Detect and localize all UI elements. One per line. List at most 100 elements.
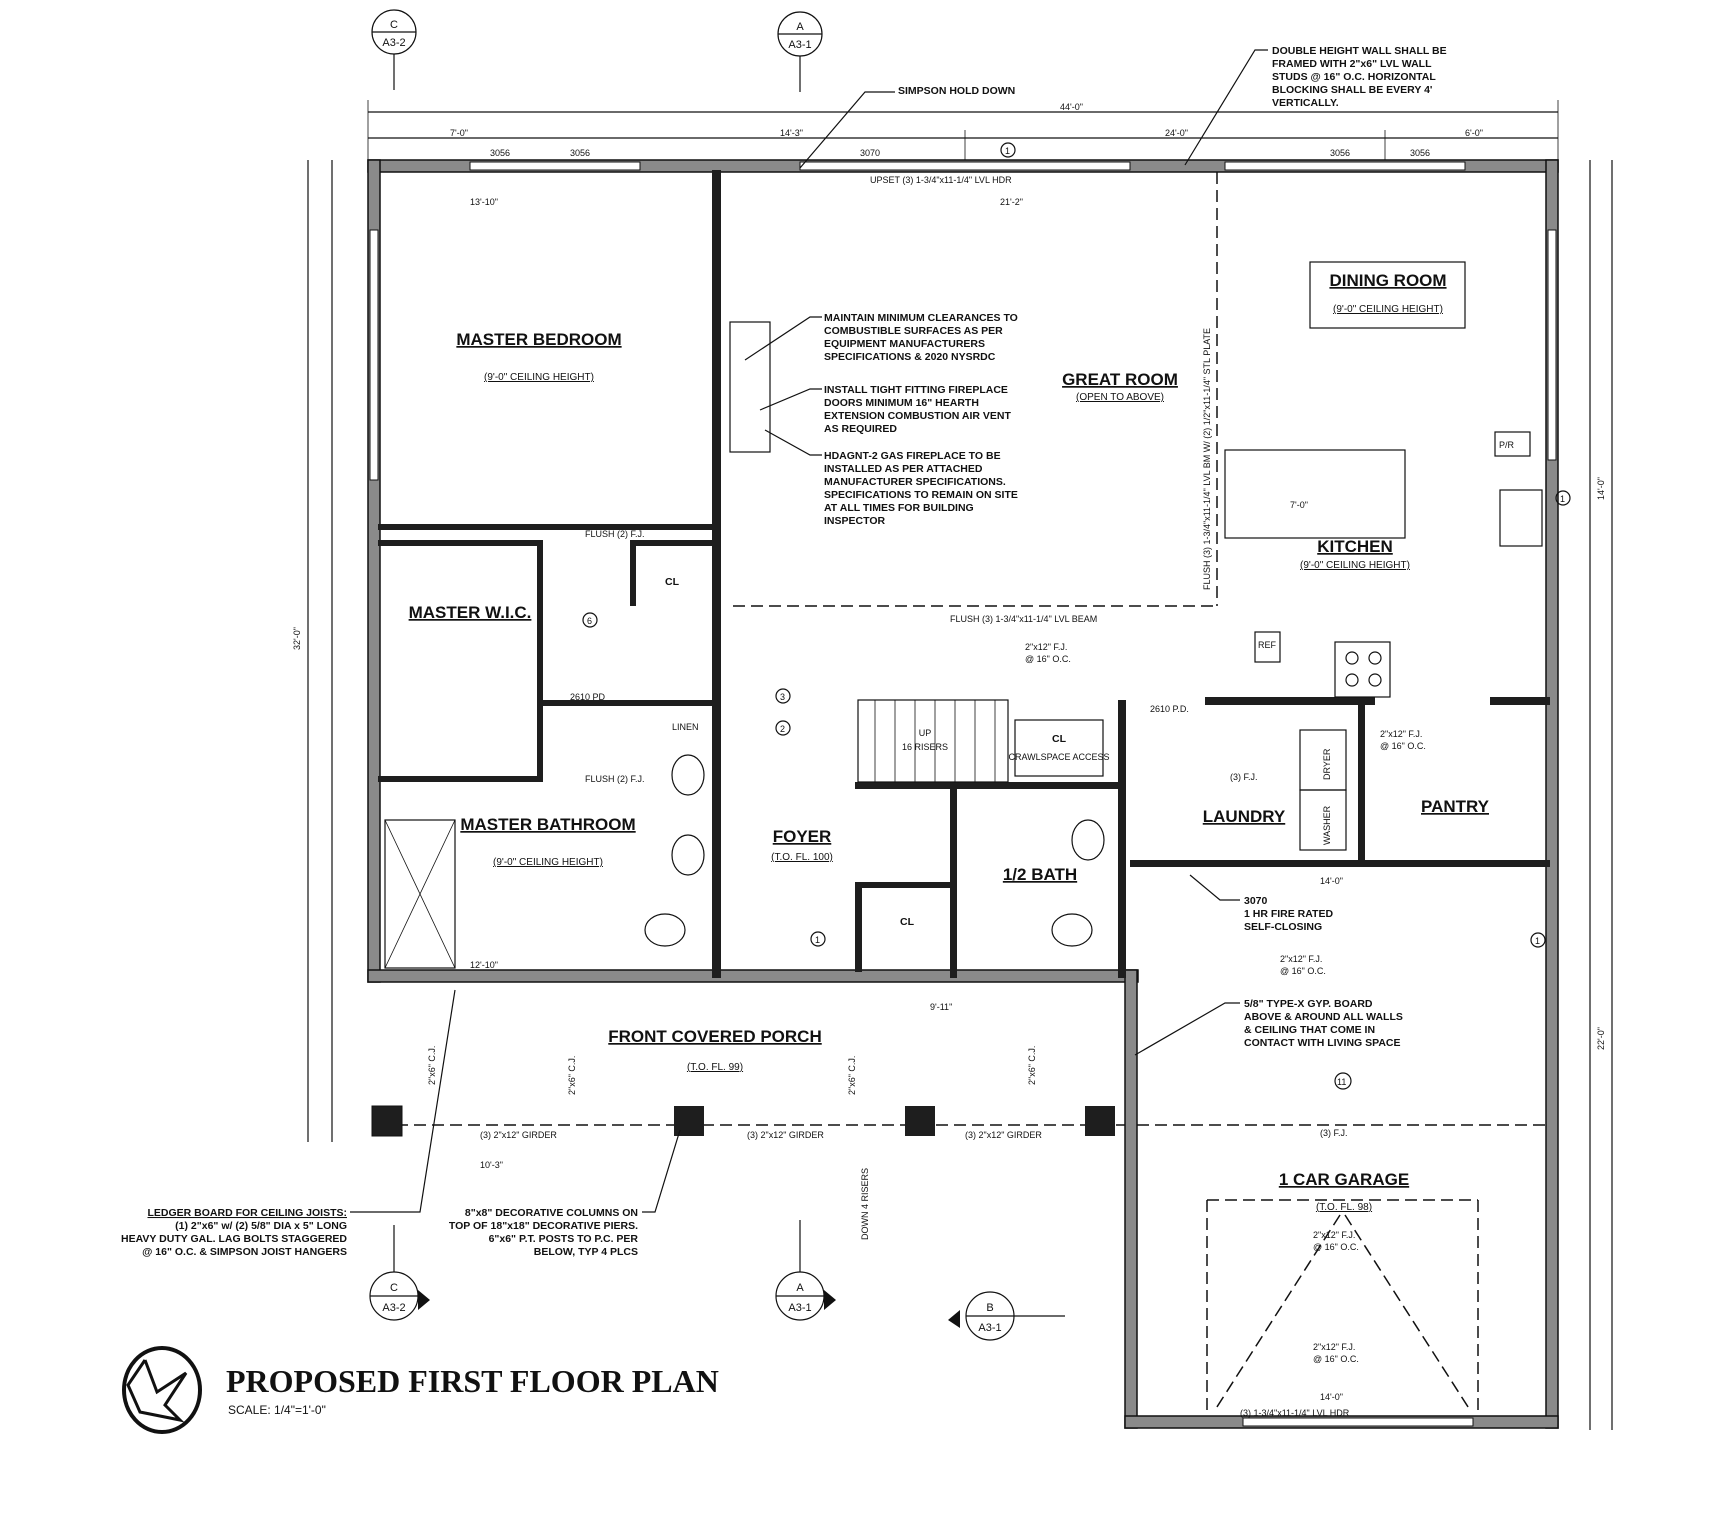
note-line: MAINTAIN MINIMUM CLEARANCES TO bbox=[824, 312, 1018, 324]
window-tag: 3056 bbox=[490, 148, 510, 158]
note-line: SELF-CLOSING bbox=[1244, 921, 1322, 933]
note-line: DOUBLE HEIGHT WALL SHALL BE bbox=[1272, 45, 1447, 57]
note-simpson: SIMPSON HOLD DOWN bbox=[799, 85, 1015, 169]
flush-plate-label: FLUSH (3) 1-3/4"x11-1/4" LVL BM W/ (2) 1… bbox=[1202, 328, 1212, 590]
note-line: EXTENSION COMBUSTION AIR VENT bbox=[824, 410, 1011, 422]
top-dimensions: 44'-0" 7'-0" 14'-3" 24'-0" 6'-0" 3056 30… bbox=[367, 100, 1559, 160]
tag: 3 bbox=[780, 692, 785, 702]
north-arrow-icon bbox=[122, 1346, 202, 1434]
note-line: INSTALLED AS PER ATTACHED bbox=[824, 463, 983, 475]
room-front-covered-porch: FRONT COVERED PORCH bbox=[608, 1027, 821, 1046]
dim-porch: 9'-11" bbox=[930, 1002, 952, 1012]
note-line: SPECIFICATIONS TO REMAIN ON SITE bbox=[824, 489, 1018, 501]
dim-island: 7'-0" bbox=[1290, 500, 1308, 510]
note-line: EQUIPMENT MANUFACTURERS bbox=[824, 338, 985, 350]
pr-label: P/R bbox=[1499, 440, 1515, 450]
note-ledger: LEDGER BOARD FOR CEILING JOISTS: (1) 2"x… bbox=[121, 989, 456, 1258]
dim-great: 21'-2" bbox=[1000, 197, 1023, 207]
note-line: 1 HR FIRE RATED bbox=[1244, 908, 1333, 920]
fj-label: 2"x12" F.J. bbox=[1313, 1230, 1355, 1240]
beam-lines bbox=[378, 172, 1546, 1416]
note-line: INSTALL TIGHT FITTING FIREPLACE bbox=[824, 384, 1008, 396]
fj-label: 2"x12" F.J. bbox=[1380, 729, 1422, 739]
room-master-bathroom: MASTER BATHROOM bbox=[460, 815, 635, 834]
washer-label: WASHER bbox=[1322, 805, 1332, 845]
room-garage: 1 CAR GARAGE bbox=[1279, 1170, 1409, 1189]
tag: 11 bbox=[1337, 1077, 1346, 1087]
dim-mbr: 13'-10" bbox=[470, 197, 498, 207]
flush-fj-label: FLUSH (2) F.J. bbox=[585, 774, 645, 784]
girder-label: (3) 2"x12" GIRDER bbox=[747, 1130, 824, 1140]
window-tag: 3056 bbox=[1330, 148, 1350, 158]
down-risers-label: DOWN 4 RISERS bbox=[860, 1168, 870, 1240]
closet-label: CL bbox=[665, 576, 680, 588]
tag: 2 bbox=[780, 724, 785, 734]
dim-overall: 44'-0" bbox=[1060, 102, 1083, 112]
oc-label: @ 16" O.C. bbox=[1313, 1242, 1359, 1252]
note-line: (1) 2"x6" w/ (2) 5/8" DIA x 5" LONG bbox=[175, 1220, 347, 1232]
room-foyer-sub: (T.O. FL. 100) bbox=[771, 852, 833, 863]
porch-columns bbox=[371, 1105, 1115, 1137]
note-line: SPECIFICATIONS & 2020 NYSRDC bbox=[824, 351, 996, 363]
stair-risers-label: 16 RISERS bbox=[902, 742, 948, 752]
room-dining-room-sub: (9'-0" CEILING HEIGHT) bbox=[1333, 304, 1443, 315]
dim-end-seg: 6'-0" bbox=[1465, 128, 1483, 138]
note-line: BLOCKING SHALL BE EVERY 4' bbox=[1272, 84, 1432, 96]
fj-label: 2"x12" F.J. bbox=[1313, 1342, 1355, 1352]
cj-label: 2"x6" C.J. bbox=[1027, 1046, 1037, 1085]
tag: 1 bbox=[1005, 146, 1010, 156]
window-tag: 3056 bbox=[570, 148, 590, 158]
room-pantry: PANTRY bbox=[1421, 797, 1490, 816]
room-master-bedroom-sub: (9'-0" CEILING HEIGHT) bbox=[484, 372, 594, 383]
marker-sheet: A3-1 bbox=[978, 1322, 1001, 1334]
room-great-room: GREAT ROOM bbox=[1062, 370, 1178, 389]
kitchen-island bbox=[1224, 449, 1406, 539]
pocket-door-label: 2610 PD bbox=[570, 692, 606, 702]
room-great-room-sub: (OPEN TO ABOVE) bbox=[1076, 392, 1164, 403]
note-gyp-board: 5/8" TYPE-X GYP. BOARD ABOVE & AROUND AL… bbox=[1134, 998, 1403, 1056]
section-marker-b: B A3-1 bbox=[948, 1291, 1065, 1341]
tag: 1 bbox=[1560, 494, 1565, 504]
note-line: BELOW, TYP 4 PLCS bbox=[534, 1246, 638, 1258]
note-line: AT ALL TIMES FOR BUILDING bbox=[824, 502, 974, 514]
note-text: SIMPSON HOLD DOWN bbox=[898, 85, 1015, 97]
room-kitchen: KITCHEN bbox=[1317, 537, 1393, 556]
framing-labels: FLUSH (3) 1-3/4"x11-1/4" LVL BEAM UPSET … bbox=[427, 175, 1426, 1418]
note-line: DOORS MINIMUM 16" HEARTH bbox=[824, 397, 979, 409]
drawing-scale: SCALE: 1/4"=1'-0" bbox=[228, 1403, 326, 1417]
section-marker-c-bottom: C A3-2 bbox=[369, 1225, 430, 1321]
cj-label: 2"x6" C.J. bbox=[847, 1056, 857, 1095]
window-tag: 3070 bbox=[860, 148, 880, 158]
note-columns: 8"x8" DECORATIVE COLUMNS ON TOP OF 18"x1… bbox=[449, 1129, 681, 1258]
room-labels: MASTER BEDROOM (9'-0" CEILING HEIGHT) GR… bbox=[409, 271, 1490, 1213]
window-tag: 3056 bbox=[1410, 148, 1430, 158]
crawlspace-label: CRAWLSPACE ACCESS bbox=[1008, 752, 1109, 762]
oc-label: @ 16" O.C. bbox=[1025, 654, 1071, 664]
dining-table bbox=[1309, 261, 1466, 329]
note-line: @ 16" O.C. & SIMPSON JOIST HANGERS bbox=[142, 1246, 347, 1258]
marker-letter: A bbox=[796, 1282, 804, 1294]
stair-up-label: UP bbox=[919, 728, 932, 738]
flush-fj-label: FLUSH (2) F.J. bbox=[585, 529, 645, 539]
room-laundry: LAUNDRY bbox=[1203, 807, 1286, 826]
marker-sheet: A3-1 bbox=[788, 39, 811, 51]
cj-label: 2"x6" C.J. bbox=[567, 1056, 577, 1095]
ref-label: REF bbox=[1258, 640, 1277, 650]
note-double-height: DOUBLE HEIGHT WALL SHALL BE FRAMED WITH … bbox=[1184, 45, 1447, 166]
note-line: CONTACT WITH LIVING SPACE bbox=[1244, 1037, 1401, 1049]
interior-walls bbox=[378, 170, 1550, 978]
note-line: ABOVE & AROUND ALL WALLS bbox=[1244, 1011, 1403, 1023]
tag: 6 bbox=[587, 616, 592, 626]
note-line: & CEILING THAT COME IN bbox=[1244, 1024, 1375, 1036]
note-line: AS REQUIRED bbox=[824, 423, 897, 435]
dim-side-left: 32'-0" bbox=[292, 627, 302, 650]
dim-garage: 14'-0" bbox=[1320, 1392, 1343, 1402]
oc-label: @ 16" O.C. bbox=[1280, 966, 1326, 976]
oc-label: @ 16" O.C. bbox=[1380, 741, 1426, 751]
crawl-closet-label: CL bbox=[1052, 733, 1067, 745]
room-master-wic: MASTER W.I.C. bbox=[409, 603, 532, 622]
note-line: 8"x8" DECORATIVE COLUMNS ON bbox=[465, 1207, 638, 1219]
note-line: TOP OF 18"x18" DECORATIVE PIERS. bbox=[449, 1220, 638, 1232]
cj-label: 2"x6" C.J. bbox=[427, 1046, 437, 1085]
